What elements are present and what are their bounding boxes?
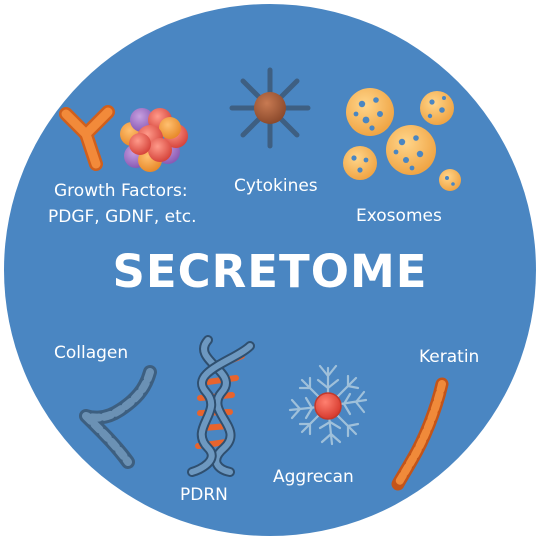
secretome-title: SECRETOME	[112, 245, 428, 298]
exosome-icon	[343, 88, 461, 191]
aggrecan-icon	[288, 364, 368, 446]
collagen-icon	[79, 365, 157, 469]
cytokine-icon	[229, 67, 311, 149]
protein-cluster-icon	[120, 108, 188, 172]
collagen-label: Collagen	[54, 343, 129, 363]
growth-factors-label: Growth Factors:	[54, 181, 188, 201]
keratin-label: Keratin	[419, 347, 480, 367]
exosomes-label: Exosomes	[356, 206, 442, 226]
dna-icon	[187, 335, 255, 477]
growth-factors-examples-label: PDGF, GDNF, etc.	[48, 207, 197, 227]
aggrecan-label: Aggrecan	[273, 467, 354, 487]
pdrn-label: PDRN	[180, 485, 228, 505]
growth-factor-y-icon	[59, 105, 115, 171]
keratin-icon	[391, 377, 449, 491]
cytokines-label: Cytokines	[234, 176, 318, 196]
